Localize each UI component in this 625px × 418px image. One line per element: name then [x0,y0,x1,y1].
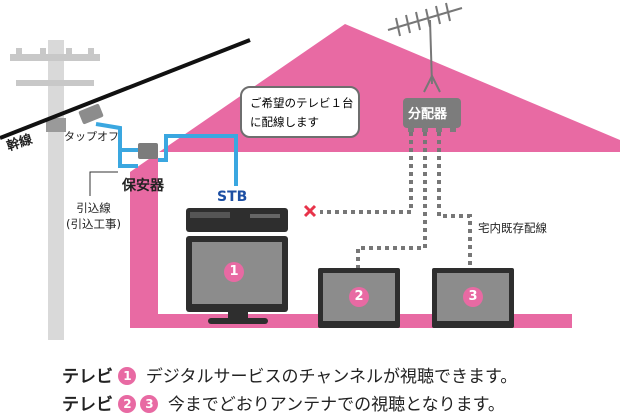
drop-line-label: 引込線 (引込工事) [66,201,121,231]
existing-wiring-label: 宅内既存配線 [478,221,547,235]
footer-2-prefix: テレビ [62,395,113,415]
footer-line-1: テレビ 1 デジタルサービスのチャンネルが視聴できます。 [62,362,517,387]
tv-2-number: 2 [349,287,369,307]
splitter-label: 分配器 [408,107,448,122]
tv-3-number: 3 [463,287,483,307]
tv-1-number: 1 [224,262,244,282]
drop-cable [95,122,238,186]
existing-wiring [320,132,472,268]
footer-2-text: 今までどおりアンテナでの視聴となります。 [167,395,505,415]
drop-line-pointer [89,171,118,196]
footer-1-text: デジタルサービスのチャンネルが視聴できます。 [145,367,518,387]
protector-label: 保安器 [122,178,164,194]
footer-1-prefix: テレビ [62,367,113,387]
trunk-cable [0,38,251,140]
footer-2-num-b: 3 [140,395,159,413]
footer-1-num: 1 [118,367,137,385]
stb-device [186,208,288,232]
tap-off-label: タップオフ [64,130,119,143]
stb-label: STB [217,189,248,205]
tap-off-device [78,103,104,125]
callout-box: ご希望のテレビ１台 に配線します [240,86,360,138]
antenna [387,2,463,93]
protector-box [138,143,158,159]
no-connection-mark [303,204,317,218]
splitter-box [403,98,461,128]
footer-2-num-a: 2 [118,395,137,413]
utility-pole [10,40,100,340]
